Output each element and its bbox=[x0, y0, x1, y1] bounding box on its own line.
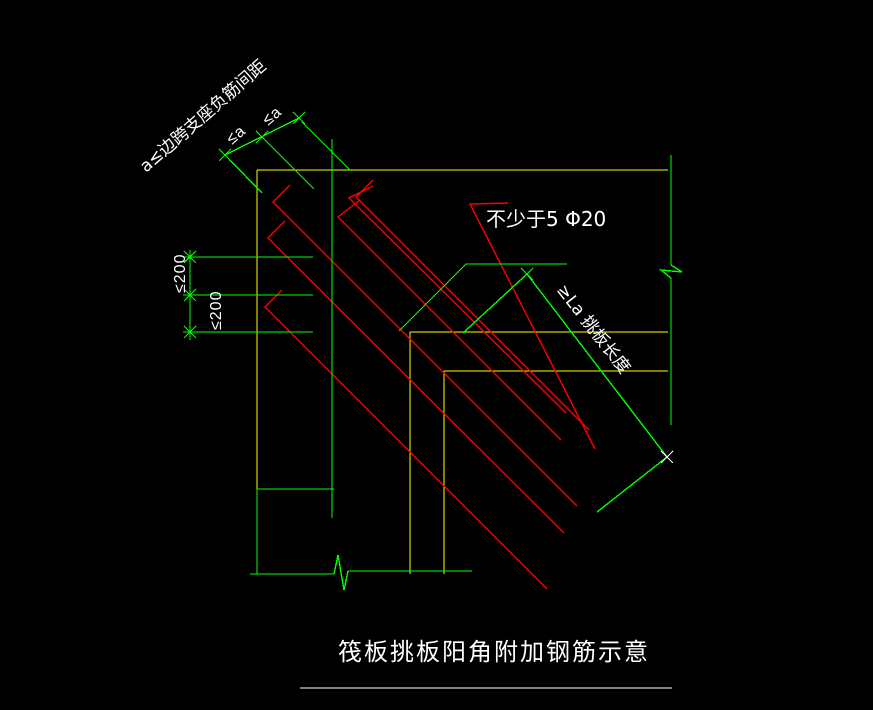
rebar-bar-2 bbox=[267, 220, 565, 534]
annotation-dim-200-lower: ≤200 bbox=[208, 291, 225, 330]
annotation-cantilever-length: ≥La 挑板长度 bbox=[552, 281, 634, 378]
dim-La-leg-upper bbox=[462, 273, 528, 334]
dimension-lines-group bbox=[183, 111, 683, 591]
break-line-bottom bbox=[333, 554, 349, 591]
ext-leader-a-3 bbox=[301, 121, 351, 171]
annotation-dim-a-upper: ≤a bbox=[259, 103, 285, 129]
dim-ticks-200 bbox=[183, 250, 197, 339]
rebar-bar-5 bbox=[336, 199, 562, 441]
structure-outline-group bbox=[256, 169, 668, 574]
ext-leader-a-1 bbox=[228, 158, 263, 194]
rebar-bar-1 bbox=[272, 184, 578, 507]
additional-rebar-group bbox=[264, 179, 596, 590]
break-line-right bbox=[658, 155, 683, 425]
annotation-rebar-callout: 不少于5 Φ20 bbox=[486, 207, 606, 231]
leader-rebar-callout bbox=[398, 263, 567, 332]
rebar-bar-4 bbox=[347, 185, 567, 414]
dim-ticks-La bbox=[520, 267, 534, 281]
page-title: 筏板挑板阳角附加钢筋示意 bbox=[338, 638, 650, 666]
annotation-dim-200-upper: ≤200 bbox=[172, 254, 189, 293]
annotation-spacing-note: a≤边跨支座负筋间距 bbox=[136, 56, 270, 177]
dim-La-leg-lower bbox=[596, 456, 668, 513]
dim-ticks-La-end bbox=[660, 450, 674, 464]
dim-La-main bbox=[526, 273, 668, 458]
rebar-bar-6 bbox=[355, 179, 590, 431]
rebar-bar-7 bbox=[468, 202, 596, 450]
ext-leader-a-2 bbox=[264, 139, 315, 190]
